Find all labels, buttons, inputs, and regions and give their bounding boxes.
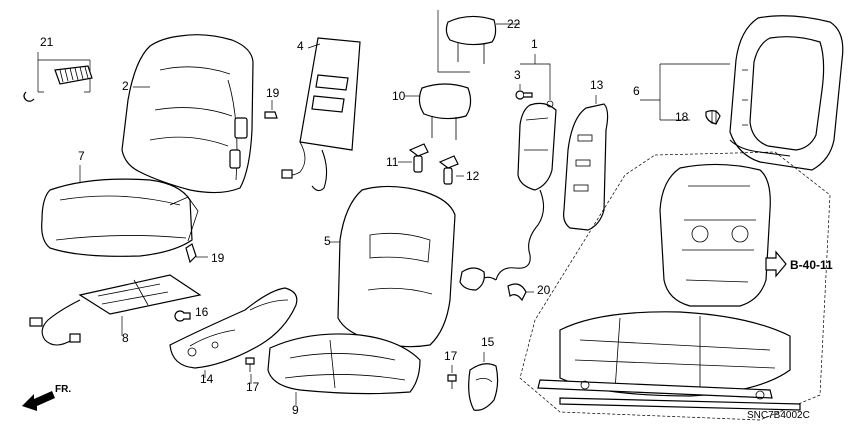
callout-19b: 19 — [211, 251, 225, 265]
part-17-screw-left — [245, 357, 255, 384]
part-15-cover — [468, 352, 499, 411]
part-10-headrest — [405, 83, 472, 140]
callout-11: 11 — [386, 155, 399, 169]
callout-17b: 17 — [444, 349, 458, 363]
callout-2: 2 — [122, 79, 129, 93]
part-3-bolt — [515, 84, 533, 100]
part-2-seat-back-cover — [121, 34, 254, 194]
part-14-side-trim — [169, 287, 298, 378]
part-8-seat-heater-cushion — [29, 274, 202, 346]
reference-arrow: B-40-11 — [765, 250, 833, 278]
part-16-bolt — [174, 310, 191, 322]
part-5-seat-back-pad — [330, 185, 456, 348]
part-12-headrest-guide — [438, 155, 464, 185]
callout-15: 15 — [481, 335, 495, 349]
callout-8: 8 — [122, 331, 129, 345]
callout-22: 22 — [507, 17, 521, 31]
callout-17a: 17 — [246, 380, 260, 394]
front-label: FR. — [55, 384, 71, 395]
part-11-headrest-guide — [398, 143, 429, 173]
callout-18: 18 — [675, 110, 689, 124]
part-21-clips — [23, 52, 93, 102]
part-19-clip-lower — [185, 243, 208, 264]
callout-14: 14 — [200, 372, 214, 386]
part-4-seat-heater-back — [281, 37, 361, 192]
part-1-side-airbag — [459, 54, 557, 291]
callout-21: 21 — [40, 35, 54, 49]
part-17-screw-right — [447, 365, 457, 389]
callout-10: 10 — [392, 89, 406, 103]
seat-frame-assembly — [519, 151, 831, 421]
callout-1: 1 — [531, 37, 538, 51]
callout-7: 7 — [78, 149, 85, 163]
part-22-headrest-alt — [437, 10, 520, 73]
part-7-seat-cushion — [41, 165, 199, 257]
part-6-seat-back-frame — [640, 15, 844, 171]
diagram-code: SNC7B4002C — [747, 410, 810, 421]
part-19-clip-upper — [264, 100, 278, 119]
callout-6: 6 — [633, 84, 640, 98]
part-20-clip — [507, 283, 534, 302]
callout-16: 16 — [195, 305, 209, 319]
callout-5: 5 — [324, 234, 331, 248]
part-13-side-bracket — [563, 95, 609, 231]
callout-19a: 19 — [266, 86, 280, 100]
callout-20: 20 — [537, 283, 551, 297]
callout-13: 13 — [590, 78, 604, 92]
callout-12: 12 — [466, 169, 480, 183]
front-direction-arrow: FR. — [22, 384, 71, 411]
part-18-grommet — [705, 110, 721, 125]
callout-3: 3 — [514, 68, 521, 82]
reference-label: B-40-11 — [790, 258, 833, 272]
part-9-seat-cushion-pad — [267, 333, 421, 405]
callout-4: 4 — [297, 39, 304, 53]
callout-9: 9 — [292, 403, 299, 417]
